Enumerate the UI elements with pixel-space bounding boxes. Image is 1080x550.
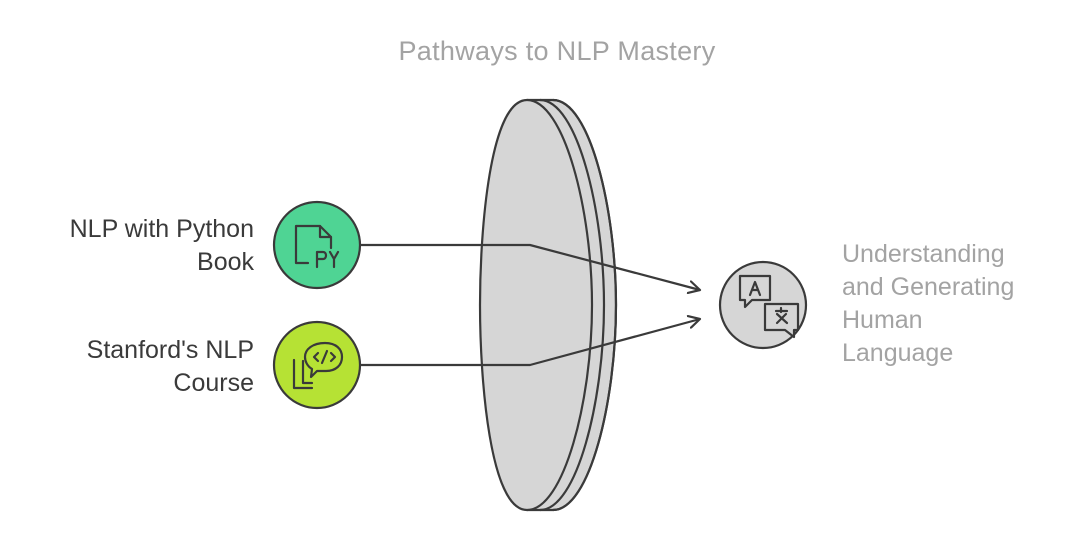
node-output	[718, 260, 808, 350]
node-stanford-course	[272, 320, 362, 410]
lens-shape	[478, 98, 618, 512]
label-output-line-1: Understanding	[842, 240, 1005, 268]
label-output-line-2: and Generating	[842, 273, 1015, 301]
python-file-icon	[294, 224, 340, 269]
connector-course	[360, 319, 700, 367]
label-stanford-course-line-2: Course	[173, 369, 254, 397]
label-python-book: NLP with Python Book	[70, 213, 254, 279]
node-python-book	[272, 200, 362, 290]
code-chat-icon	[292, 341, 344, 390]
label-output-line-4: Language	[842, 339, 954, 367]
connector-book	[360, 243, 700, 290]
label-stanford-course: Stanford's NLP Course	[87, 334, 254, 400]
label-output-line-3: Human	[842, 306, 923, 334]
label-python-book-line-1: NLP with Python	[69, 215, 254, 243]
label-output: Understanding and Generating Human Langu…	[842, 238, 1014, 370]
translate-icon	[738, 274, 800, 339]
diagram-title: Pathways to NLP Mastery	[398, 36, 716, 66]
label-python-book-line-2: Book	[197, 248, 254, 276]
label-stanford-course-line-1: Stanford's NLP	[86, 336, 254, 364]
